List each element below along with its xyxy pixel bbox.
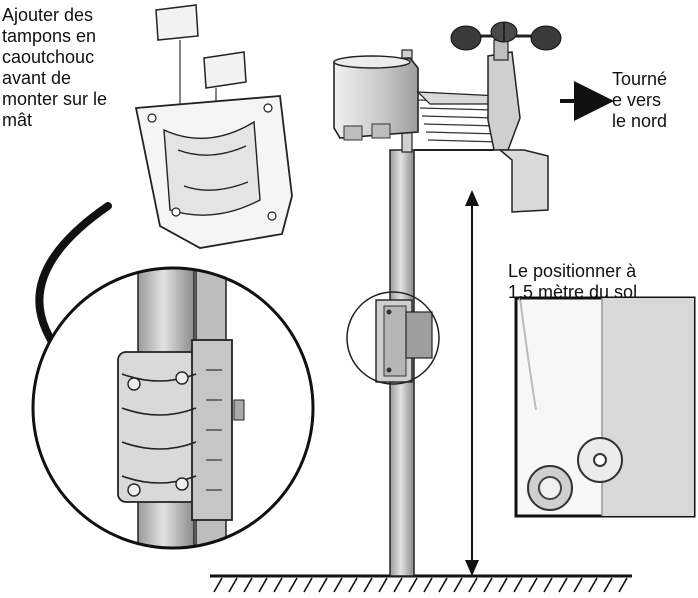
label-line: monter sur le bbox=[2, 89, 108, 109]
label-line: mât bbox=[2, 110, 33, 130]
height-dimension-line bbox=[465, 190, 479, 576]
label-line: 1,5 mètre du sol bbox=[508, 282, 638, 302]
detail-circle-small bbox=[346, 291, 440, 385]
label-north: Tourné e vers le nord bbox=[612, 69, 667, 132]
mast-bracket bbox=[375, 299, 433, 383]
label-line: caoutchouc bbox=[2, 47, 95, 67]
label-line: Ajouter des bbox=[2, 5, 94, 25]
label-rubber-pads: Ajouter des tampons en caoutchouc avant … bbox=[2, 5, 107, 131]
anemometer bbox=[450, 21, 562, 213]
label-line: avant de bbox=[2, 68, 72, 88]
label-line: Tourné bbox=[612, 69, 668, 89]
exploded-bracket bbox=[134, 4, 293, 249]
zoom-detail-circle bbox=[31, 266, 315, 550]
label-line: le nord bbox=[612, 111, 668, 131]
label-line: Le positionner à bbox=[508, 261, 637, 281]
label-line: tampons en bbox=[2, 26, 97, 46]
label-line: e vers bbox=[612, 90, 662, 110]
label-height: Le positionner à 1,5 mètre du sol bbox=[508, 261, 637, 303]
ground bbox=[210, 574, 632, 593]
sensor-housing bbox=[333, 55, 508, 143]
inset-photo bbox=[514, 296, 696, 518]
